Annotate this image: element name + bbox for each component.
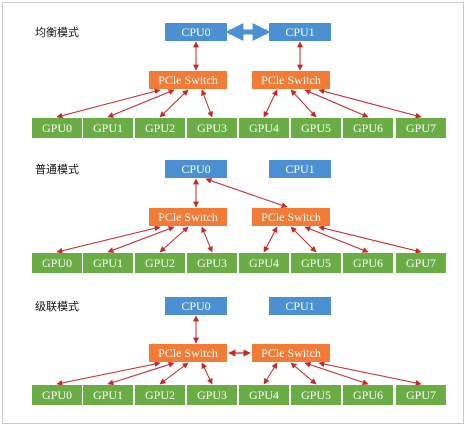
gpu-box-3-label: GPU3 — [196, 120, 227, 135]
gpu-box-0-label: GPU0 — [41, 387, 72, 402]
gpu-link-arrow-6 — [304, 226, 369, 253]
gpu-link-arrow-4 — [263, 89, 278, 118]
pcie-switch-box-0: PCle Switch — [149, 71, 227, 89]
gpu-box-2-label: GPU2 — [144, 387, 175, 402]
gpu-box-5: GPU5 — [291, 253, 341, 273]
cpu-box-1-label: CPU1 — [285, 24, 315, 39]
gpu-box-3: GPU3 — [187, 118, 237, 138]
cpu-box-0-label: CPU0 — [181, 298, 211, 313]
gpu-link-arrow-0 — [56, 361, 161, 386]
cpu-box-0-label: CPU0 — [181, 161, 211, 176]
cpu-box-0: CPU0 — [165, 160, 227, 178]
pcie-switch-box-1: PCle Switch — [252, 208, 330, 226]
gpu-box-2-label: GPU2 — [144, 120, 175, 135]
cpu-box-1: CPU1 — [269, 23, 331, 41]
gpu-box-2-label: GPU2 — [144, 255, 175, 270]
gpu-box-1-label: GPU1 — [92, 387, 123, 402]
pcie-switch-box-0: PCle Switch — [149, 208, 227, 226]
gpu-box-6-label: GPU6 — [352, 120, 383, 135]
gpu-link-arrow-4 — [263, 226, 278, 253]
gpu-box-1-label: GPU1 — [92, 120, 123, 135]
mode-title: 级联模式 — [35, 300, 79, 313]
gpu-box-3-label: GPU3 — [196, 255, 227, 270]
gpu-box-4-label: GPU4 — [248, 387, 279, 402]
cpu-box-0: CPU0 — [165, 297, 227, 315]
gpu-box-1: GPU1 — [83, 253, 133, 273]
pcie-switch-box-0: PCle Switch — [149, 344, 227, 362]
gpu-box-6: GPU6 — [343, 118, 393, 138]
pcie-switch-box-1-label: PCle Switch — [261, 72, 321, 87]
gpu-link-arrow-4 — [263, 362, 278, 385]
gpu-box-1: GPU1 — [83, 385, 133, 405]
gpu-link-arrow-2 — [159, 362, 189, 385]
gpu-box-4: GPU4 — [239, 385, 289, 405]
pcie-switch-box-1: PCle Switch — [252, 71, 330, 89]
gpu-box-7: GPU7 — [396, 253, 446, 273]
gpu-box-6-label: GPU6 — [352, 387, 383, 402]
gpu-box-0: GPU0 — [32, 253, 82, 273]
gpu-box-3-label: GPU3 — [196, 387, 227, 402]
gpu-box-6: GPU6 — [343, 385, 393, 405]
cpu-box-0-label: CPU0 — [181, 24, 211, 39]
pcie-switch-box-1-label: PCle Switch — [261, 209, 321, 224]
gpu-box-7-label: GPU7 — [405, 387, 436, 402]
pcie-switch-box-1-label: PCle Switch — [261, 345, 321, 360]
diagram-frame — [2, 2, 464, 424]
gpu-link-arrow-2 — [159, 226, 189, 253]
gpu-link-arrow-0 — [56, 225, 161, 254]
gpu-link-arrow-3 — [201, 362, 213, 385]
gpu-box-5: GPU5 — [291, 385, 341, 405]
gpu-box-1: GPU1 — [83, 118, 133, 138]
cpu-box-1: CPU1 — [269, 297, 331, 315]
gpu-box-7: GPU7 — [396, 118, 446, 138]
gpu-box-0: GPU0 — [32, 118, 82, 138]
gpu-link-arrow-0 — [56, 88, 161, 119]
gpu-box-0-label: GPU0 — [41, 255, 72, 270]
mode-title: 普通模式 — [35, 163, 79, 176]
gpu-link-arrow-3 — [201, 226, 213, 253]
gpu-box-0-label: GPU0 — [41, 120, 72, 135]
gpu-box-5: GPU5 — [291, 118, 341, 138]
gpu-box-4-label: GPU4 — [248, 255, 279, 270]
gpu-box-2: GPU2 — [135, 253, 185, 273]
gpu-box-5-label: GPU5 — [300, 387, 331, 402]
cpu-box-0: CPU0 — [165, 23, 227, 41]
gpu-box-5-label: GPU5 — [300, 255, 331, 270]
gpu-box-3: GPU3 — [187, 253, 237, 273]
gpu-link-arrow-7 — [318, 225, 422, 254]
pcie-switch-box-0-label: PCle Switch — [158, 72, 218, 87]
mode-title: 均衡模式 — [35, 26, 79, 39]
gpu-box-4-label: GPU4 — [248, 120, 279, 135]
gpu-box-6: GPU6 — [343, 253, 393, 273]
gpu-link-arrow-7 — [318, 361, 422, 386]
gpu-link-arrow-3 — [201, 89, 213, 118]
pcie-switch-box-0-label: PCle Switch — [158, 209, 218, 224]
gpu-box-3: GPU3 — [187, 385, 237, 405]
gpu-link-arrow-5 — [290, 226, 317, 253]
gpu-box-7-label: GPU7 — [405, 255, 436, 270]
uplink-arrow-switch1 — [205, 177, 288, 209]
gpu-link-arrow-5 — [290, 89, 317, 118]
gpu-link-arrow-6 — [304, 89, 369, 118]
gpu-box-7: GPU7 — [396, 385, 446, 405]
gpu-box-4: GPU4 — [239, 253, 289, 273]
gpu-link-arrow-7 — [318, 88, 422, 119]
gpu-link-arrow-5 — [290, 362, 317, 385]
gpu-box-7-label: GPU7 — [405, 120, 436, 135]
cpu-box-1-label: CPU1 — [285, 298, 315, 313]
gpu-link-arrow-2 — [159, 89, 189, 118]
gpu-box-6-label: GPU6 — [352, 255, 383, 270]
pcie-switch-box-1: PCle Switch — [252, 344, 330, 362]
gpu-box-5-label: GPU5 — [300, 120, 331, 135]
gpu-box-4: GPU4 — [239, 118, 289, 138]
pcie-switch-box-0-label: PCle Switch — [158, 345, 218, 360]
gpu-box-2: GPU2 — [135, 385, 185, 405]
gpu-box-0: GPU0 — [32, 385, 82, 405]
cpu-box-1: CPU1 — [269, 160, 331, 178]
gpu-box-2: GPU2 — [135, 118, 185, 138]
cpu-box-1-label: CPU1 — [285, 161, 315, 176]
gpu-box-1-label: GPU1 — [92, 255, 123, 270]
